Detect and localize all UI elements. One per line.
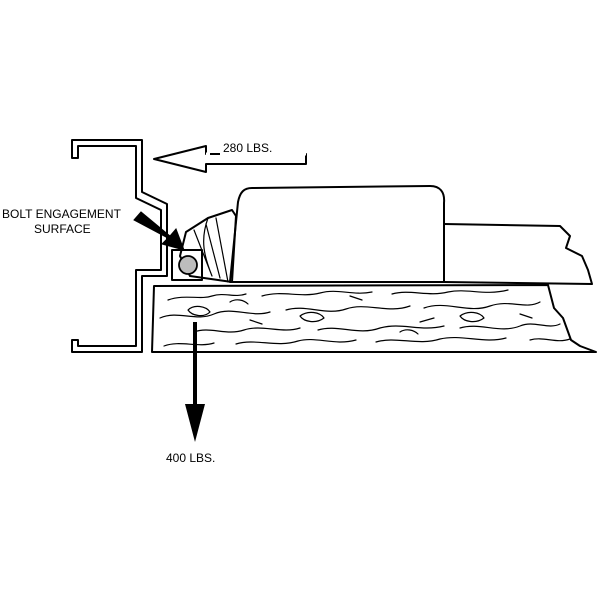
- bolt-ball: [178, 255, 198, 275]
- vertical-force-label: 400 LBS.: [166, 451, 215, 465]
- horizontal-force-arrow-shape: [153, 145, 307, 173]
- vertical-force-arrow-head: [185, 404, 205, 442]
- wood-grain-lines: [159, 289, 571, 347]
- vertical-force-arrow-shaft: [193, 322, 197, 406]
- vertical-force-arrow: 400 LBS.: [166, 322, 215, 465]
- wood-panel-outline: [151, 284, 597, 353]
- bolt-engagement-label-line1: BOLT ENGAGEMENT: [2, 207, 122, 221]
- bolt-engagement-callout: BOLT ENGAGEMENT SURFACE: [2, 207, 185, 251]
- deadbolt: [171, 209, 237, 283]
- lock-body-housing: [229, 185, 446, 283]
- horizontal-force-label: 280 LBS.: [223, 141, 272, 155]
- horizontal-force-arrow: 280 LBS.: [153, 141, 307, 173]
- bolt-socket-box: [171, 249, 203, 281]
- bolt-engagement-arrow: [133, 211, 185, 251]
- wood-door-panel: [151, 284, 597, 353]
- bolt-engagement-label-line2: SURFACE: [34, 222, 91, 236]
- door-stile: [443, 223, 593, 285]
